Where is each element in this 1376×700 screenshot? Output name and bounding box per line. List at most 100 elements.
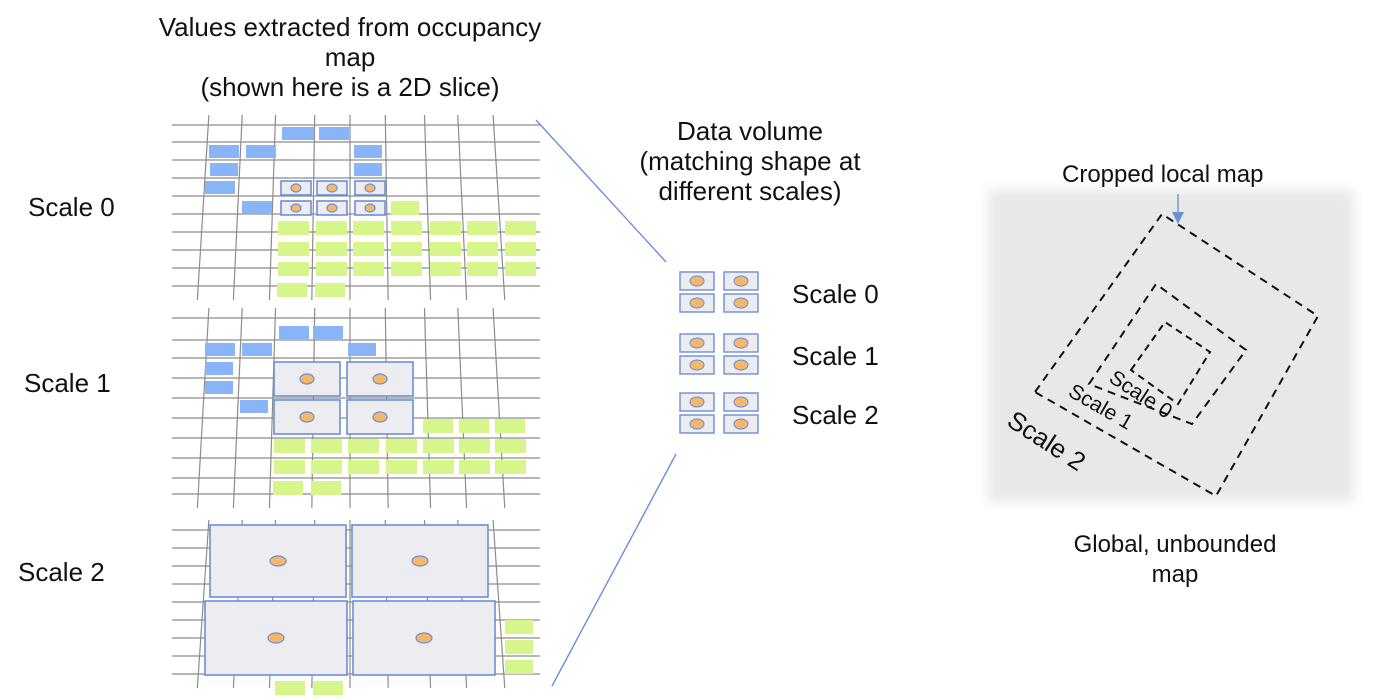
free-cell — [313, 681, 343, 695]
free-cell — [423, 419, 453, 433]
scale-1-label: Scale 1 — [24, 368, 111, 398]
free-cell — [311, 460, 342, 474]
grid-line — [311, 114, 316, 301]
occupied-cell — [209, 145, 239, 158]
global-map-label-line-1: Global, unbounded — [1073, 531, 1277, 558]
free-cell — [316, 242, 347, 256]
volume-dot — [733, 418, 749, 430]
free-cell — [505, 640, 533, 654]
marker-dot — [364, 203, 376, 213]
connector-lines — [535, 119, 677, 687]
grid-line — [423, 114, 432, 301]
panel-title: Values extracted from occupancy map (sho… — [120, 12, 580, 102]
grid-line — [457, 307, 468, 509]
free-cell — [391, 221, 422, 235]
volume-dot — [689, 418, 705, 430]
free-cell — [311, 481, 341, 495]
grid-line — [492, 519, 506, 689]
marker-dot — [290, 183, 302, 193]
global-map-background — [988, 190, 1354, 502]
grid-line — [196, 114, 210, 301]
grid-line — [196, 519, 210, 689]
free-cell — [273, 481, 303, 495]
free-cell — [353, 262, 384, 276]
free-cell — [316, 262, 347, 276]
occupied-cell — [242, 201, 272, 214]
data-volume-title-line-2: (matching shape at — [639, 146, 861, 176]
free-cell — [459, 419, 489, 433]
marker-dot — [290, 203, 302, 213]
cropped-map-arrow-head — [1172, 212, 1184, 224]
occupied-cell — [246, 145, 276, 158]
volume-dot — [689, 396, 705, 408]
free-cell — [423, 460, 454, 474]
free-cell — [495, 439, 526, 453]
data-volume-title-line-1: Data volume — [677, 116, 823, 146]
free-cell — [505, 221, 536, 235]
occupied-cell — [205, 362, 233, 375]
free-cell — [505, 660, 533, 674]
grid-line — [457, 114, 468, 301]
scale-0-label: Scale 0 — [28, 192, 115, 222]
scale-2-label: Scale 2 — [18, 557, 105, 587]
volume-dot — [733, 396, 749, 408]
free-cell — [430, 242, 461, 256]
marker-dot — [299, 411, 315, 423]
free-cell — [353, 242, 384, 256]
marker-dot — [372, 373, 388, 385]
panel-title-line-1: Values extracted from occupancy — [158, 12, 542, 42]
occupied-cell — [205, 343, 235, 356]
free-cell — [459, 439, 490, 453]
volume-dot — [733, 337, 749, 349]
global-map-label-line-2: map — [1151, 561, 1199, 588]
volume-dot — [733, 297, 749, 309]
scale-1-crop-outline — [1087, 282, 1248, 426]
free-cell — [467, 242, 498, 256]
occupied-cell — [205, 381, 233, 394]
volume-dot — [689, 275, 705, 287]
free-cell — [278, 221, 309, 235]
free-cell — [495, 460, 526, 474]
free-cell — [459, 460, 490, 474]
grid-line — [232, 114, 243, 301]
free-cell — [315, 283, 345, 297]
panel-title-line-2: map — [324, 42, 376, 72]
free-cell — [274, 460, 305, 474]
marker-dot — [326, 203, 338, 213]
free-cell — [348, 460, 379, 474]
volume-scale-0-label: Scale 0 — [792, 279, 879, 309]
occupied-cell — [354, 163, 382, 176]
data-volume-title: Data volume (matching shape at different… — [600, 116, 900, 206]
free-cell — [391, 242, 422, 256]
marker-dot — [269, 555, 287, 567]
marker-dot — [411, 555, 429, 567]
occupied-cell — [205, 181, 235, 194]
cropped-local-map-label: Cropped local map — [1062, 161, 1264, 188]
free-cell — [391, 201, 419, 215]
occupied-cell — [354, 145, 382, 158]
free-cell — [278, 242, 309, 256]
grid-line — [196, 307, 210, 509]
free-cell — [430, 221, 461, 235]
occupied-cell — [279, 326, 309, 339]
volume-dot — [733, 359, 749, 371]
free-cell — [386, 460, 417, 474]
global-map — [988, 190, 1354, 502]
free-cell — [391, 262, 422, 276]
scale-0-crop-outline — [1129, 320, 1212, 406]
marker-dot — [415, 632, 433, 644]
free-cell — [505, 242, 536, 256]
free-cell — [423, 439, 454, 453]
occupancy-cells — [204, 127, 536, 695]
volume-dot — [733, 275, 749, 287]
panel-title-line-3: (shown here is a 2D slice) — [200, 72, 500, 102]
free-cell — [277, 283, 307, 297]
free-cell — [278, 262, 309, 276]
connector-line-top — [535, 119, 667, 263]
free-cell — [316, 221, 347, 235]
volume-scale-1-label: Scale 1 — [792, 341, 879, 371]
marker-dot — [267, 632, 285, 644]
grid-line — [384, 114, 389, 301]
scale-2-crop-outline — [1033, 212, 1320, 498]
